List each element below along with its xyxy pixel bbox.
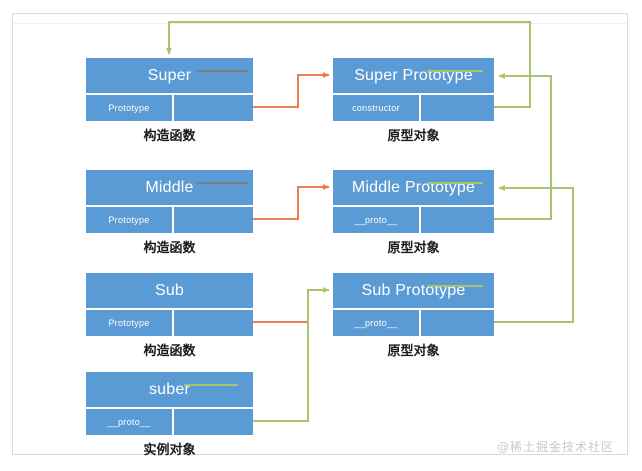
slot-label: __proto__ [86, 409, 174, 435]
pointer-stub [196, 182, 248, 184]
node-slot-row: constructor [333, 70, 494, 121]
slot-value [421, 285, 494, 336]
node-suber-instance[interactable]: suber __proto__ 实例对象 [86, 372, 253, 458]
pointer-stub [184, 384, 238, 386]
node-title: Sub [86, 273, 253, 310]
node-title: Sub Prototype [333, 273, 494, 310]
node-middle-prototype[interactable]: Middle Prototype __proto__ 原型对象 [333, 170, 494, 256]
node-sub-prototype[interactable]: Sub Prototype __proto__ 原型对象 [333, 273, 494, 359]
node-title: Super [86, 58, 253, 95]
edge-super-prototype-to-super-proto [222, 72, 330, 108]
slot-value [421, 182, 494, 233]
slot-value [421, 70, 494, 121]
node-caption: 原型对象 [387, 241, 440, 256]
slot-value [174, 182, 253, 233]
node-slot-row: Prototype [86, 182, 253, 233]
node-caption: 原型对象 [387, 344, 440, 359]
slot-value [174, 310, 253, 336]
node-title: Middle Prototype [333, 170, 494, 207]
node-caption: 构造函数 [143, 344, 196, 359]
node-caption: 原型对象 [387, 129, 440, 144]
node-title: Middle [86, 170, 253, 207]
pointer-stub [427, 182, 483, 184]
node-slot-row: Prototype [86, 70, 253, 121]
pointer-stub [427, 70, 483, 72]
slot-value [174, 70, 253, 121]
slot-label: Prototype [86, 310, 174, 336]
node-slot-row: __proto__ [86, 384, 253, 435]
node-slot-row: Prototype [86, 310, 253, 336]
slot-value [174, 384, 253, 435]
node-title: Super Prototype [333, 58, 494, 95]
slot-label: constructor [333, 95, 421, 121]
slot-label: Prototype [86, 95, 174, 121]
node-caption: 实例对象 [143, 443, 196, 458]
node-caption: 构造函数 [143, 241, 196, 256]
slot-label: Prototype [86, 207, 174, 233]
node-title: suber [86, 372, 253, 409]
pointer-stub [427, 285, 483, 287]
node-super-constructor[interactable]: Super Prototype 构造函数 [86, 58, 253, 144]
frame-top-divider [13, 23, 627, 24]
edge-super-constructor-to-super-ctor [166, 21, 531, 108]
watermark: @稀土掘金技术社区 [496, 440, 614, 454]
edge-sub-proto-to-middle-proto [455, 185, 574, 323]
node-sub-constructor[interactable]: Sub Prototype 构造函数 [86, 273, 253, 359]
node-middle-constructor[interactable]: Middle Prototype 构造函数 [86, 170, 253, 256]
slot-label: __proto__ [333, 310, 421, 336]
node-slot-row: __proto__ [333, 285, 494, 336]
edge-middle-proto-to-super-proto [455, 73, 552, 220]
node-super-prototype[interactable]: Super Prototype constructor 原型对象 [333, 58, 494, 144]
edge-suber-to-sub-proto [230, 287, 330, 422]
edge-middle-prototype-to-middle-proto [222, 184, 330, 220]
pointer-stub [196, 70, 248, 72]
node-caption: 构造函数 [143, 129, 196, 144]
slot-label: __proto__ [333, 207, 421, 233]
node-slot-row: __proto__ [333, 182, 494, 233]
